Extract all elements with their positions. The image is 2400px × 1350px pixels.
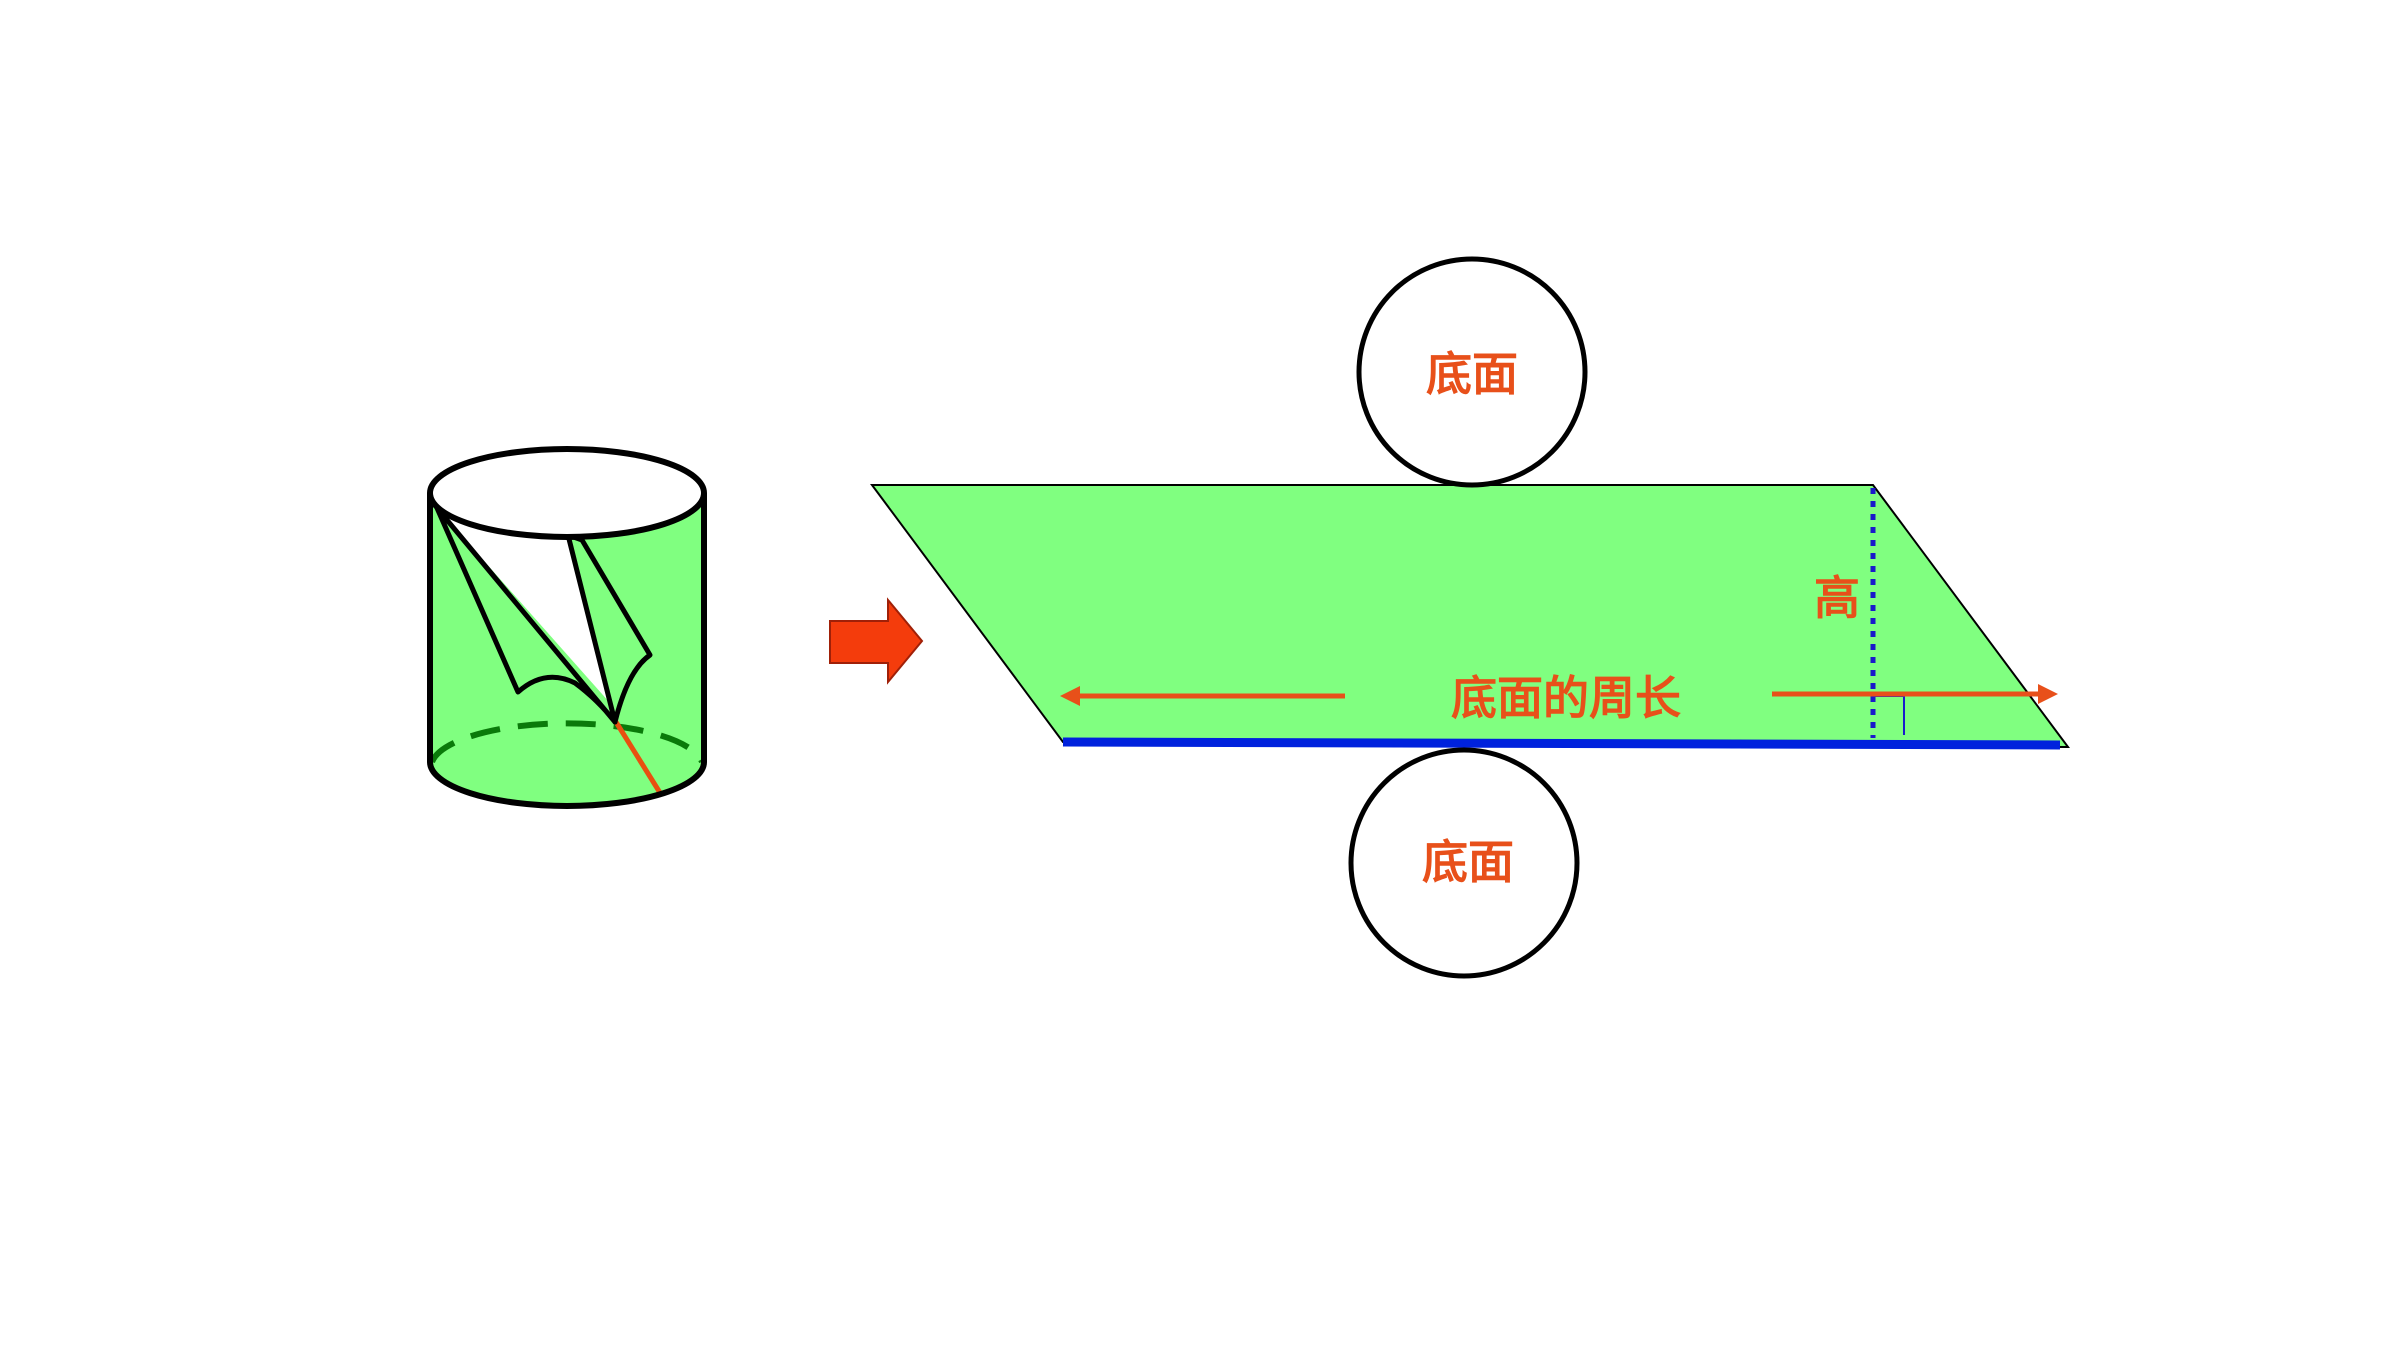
bottom-base-circle	[1348, 747, 1580, 979]
hidden-base-edge	[429, 720, 705, 764]
cylinder-figure	[427, 446, 707, 809]
peeling-flap-right	[565, 532, 653, 725]
height-label: 高	[1814, 571, 1860, 625]
circumference-arrow-left-head	[1060, 686, 1080, 706]
base-circumference-label: 底面的周长	[1451, 671, 1681, 725]
right-arrow-icon	[829, 597, 924, 685]
flap-crease	[435, 506, 617, 724]
circumference-arrow-right-head	[2038, 684, 2058, 704]
cylinder-top-face	[427, 446, 707, 540]
cut-line	[613, 720, 665, 798]
net-base-edge	[1062, 737, 2061, 750]
net-lateral-face	[870, 484, 2070, 749]
top-base-circle	[1356, 256, 1588, 488]
cylinder-bottom-edge	[427, 761, 707, 809]
bottom-base-label: 底面	[1422, 835, 1514, 889]
top-base-label: 底面	[1426, 347, 1518, 401]
cylinder-net: 底面 底面 高 底面的周长	[870, 256, 2070, 979]
